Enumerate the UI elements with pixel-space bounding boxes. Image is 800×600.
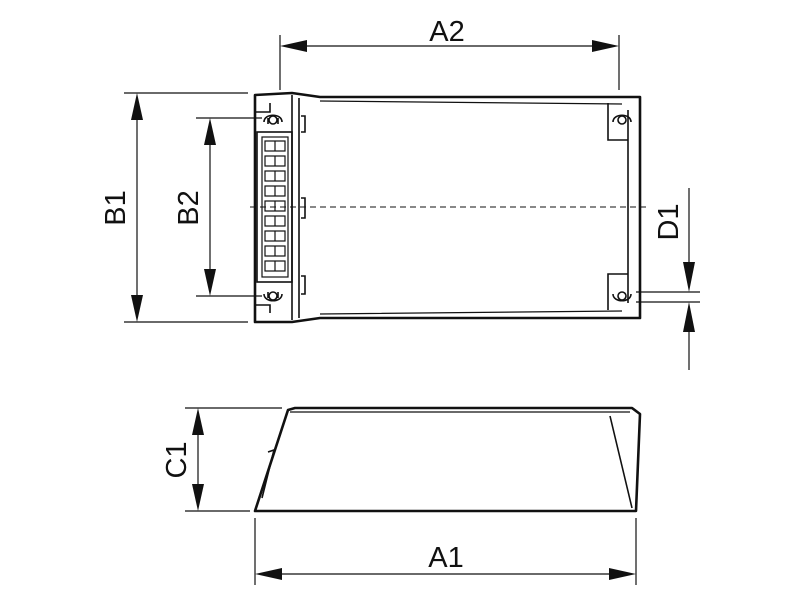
top-view-clips — [301, 115, 306, 295]
top-view-housing-outline — [253, 91, 642, 324]
label-c1: C1 — [161, 441, 193, 478]
side-view-housing-outline — [253, 406, 642, 513]
side-view — [253, 406, 642, 513]
dimension-b1: B1 — [100, 92, 248, 323]
label-d1: D1 — [653, 203, 685, 240]
dimension-c1: C1 — [161, 407, 282, 512]
label-b2: B2 — [173, 190, 205, 225]
mounting-slot-top-right — [612, 114, 632, 125]
label-a1: A1 — [428, 542, 463, 574]
mounting-slot-bottom-left — [263, 291, 283, 302]
top-view-right-wall — [607, 103, 629, 310]
mounting-slot-top-left — [263, 114, 283, 125]
side-view-chamfer-left — [261, 448, 276, 499]
dimension-b2: B2 — [173, 117, 262, 297]
label-a2: A2 — [429, 16, 464, 48]
top-view-rim-lines — [319, 100, 623, 315]
top-view — [250, 91, 646, 324]
label-b1: B1 — [100, 190, 132, 225]
mounting-slot-bottom-right — [612, 291, 632, 302]
dimension-d1: D1 — [636, 188, 700, 370]
dimension-a1: A1 — [254, 518, 637, 585]
dimension-a2: A2 — [279, 16, 620, 90]
side-view-chamfer-right — [609, 415, 633, 509]
